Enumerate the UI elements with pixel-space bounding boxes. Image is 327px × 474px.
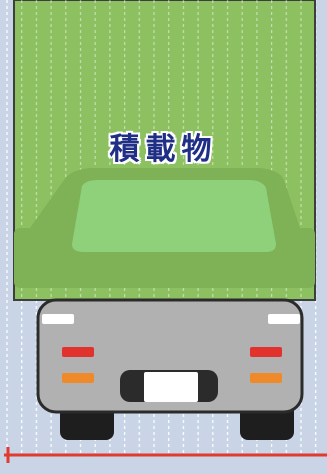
tail-light-left bbox=[62, 347, 94, 357]
dimension-arrow bbox=[4, 447, 327, 463]
windshield bbox=[72, 180, 276, 252]
cargo-label: 積載物 bbox=[109, 132, 218, 167]
turn-signal-left bbox=[62, 373, 94, 383]
turn-signal-right bbox=[250, 373, 282, 383]
reflector-right bbox=[268, 314, 300, 324]
license-plate bbox=[144, 372, 198, 402]
reflector-left bbox=[42, 314, 74, 324]
rear-body bbox=[36, 298, 304, 414]
tail-light-right bbox=[250, 347, 282, 357]
cab bbox=[14, 168, 315, 288]
